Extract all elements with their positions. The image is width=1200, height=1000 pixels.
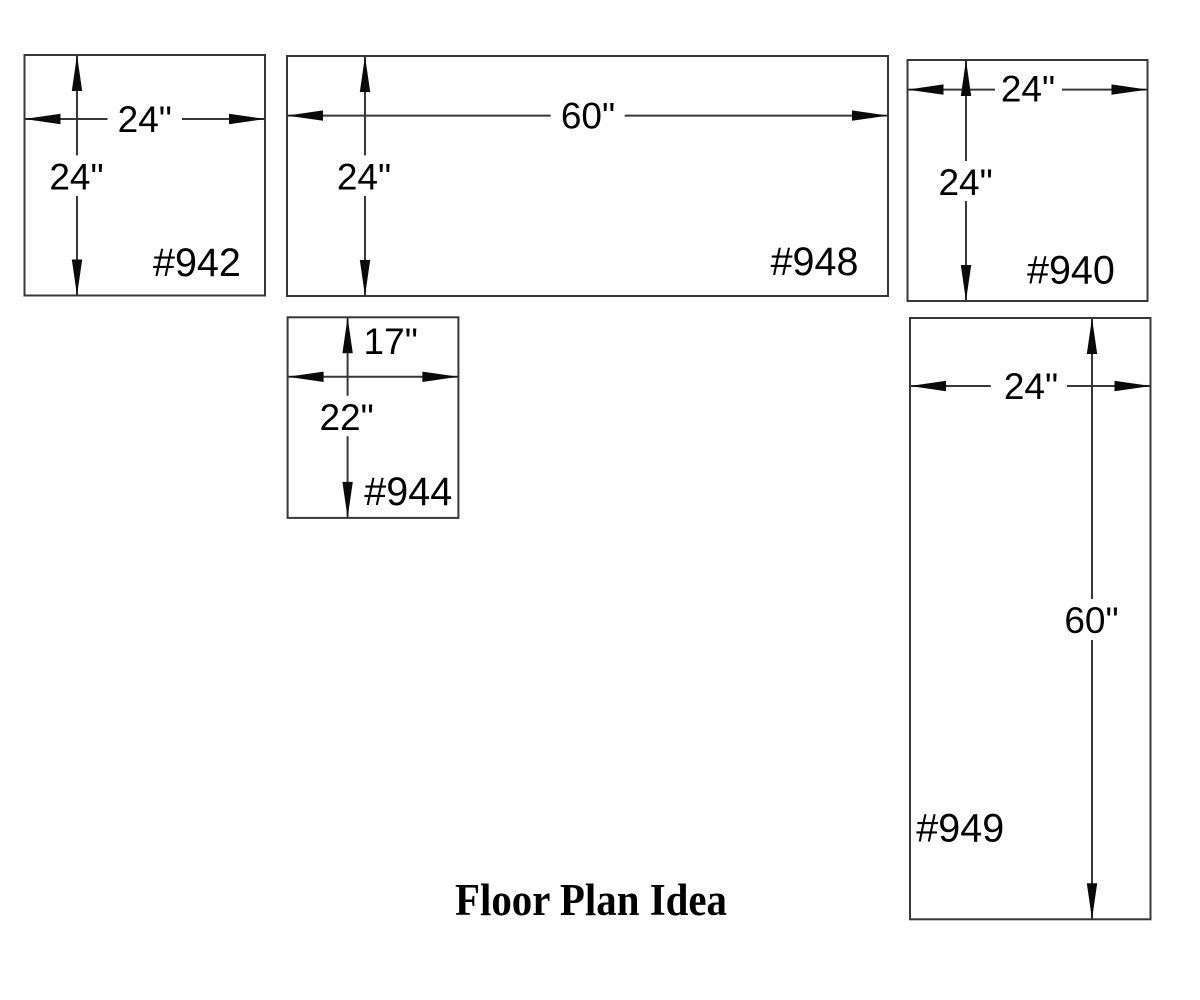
svg-text:#948: #948: [771, 240, 859, 284]
svg-text:24": 24": [1004, 366, 1058, 407]
svg-text:Floor Plan Idea: Floor Plan Idea: [455, 875, 727, 925]
svg-text:22": 22": [319, 397, 373, 438]
svg-text:60": 60": [1064, 600, 1118, 641]
svg-text:24": 24": [118, 99, 172, 140]
svg-text:24": 24": [49, 156, 103, 197]
svg-text:#940: #940: [1027, 249, 1115, 293]
svg-text:#944: #944: [364, 470, 452, 514]
svg-text:60": 60": [561, 96, 615, 137]
svg-text:17": 17": [364, 321, 418, 362]
svg-text:24": 24": [938, 162, 992, 203]
svg-text:#949: #949: [916, 806, 1004, 850]
svg-text:24": 24": [1001, 69, 1055, 110]
svg-text:#942: #942: [153, 241, 241, 285]
svg-text:24": 24": [337, 156, 391, 197]
